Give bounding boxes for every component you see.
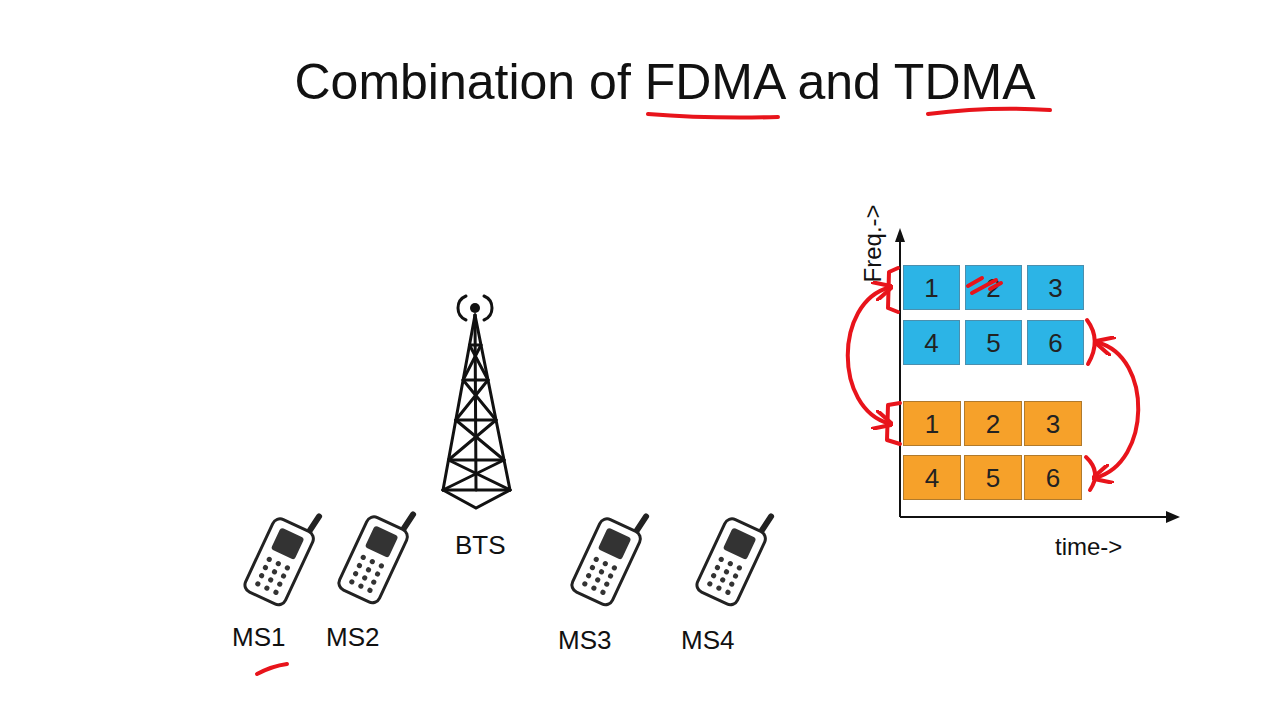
underline: [648, 114, 778, 118]
time-axis: [900, 516, 1168, 518]
slot-number: 5: [986, 465, 1000, 491]
axis-arrowhead: [1166, 511, 1180, 523]
freq-axis: [899, 240, 901, 517]
swap-arrow: [848, 288, 889, 424]
slot-number: 1: [924, 275, 938, 301]
slot-number: 6: [1046, 465, 1060, 491]
time-slot-box: 6: [1024, 455, 1082, 500]
time-slot-box: 4: [903, 320, 960, 365]
phone-symbol: [569, 500, 650, 607]
slot-number: 5: [986, 330, 1000, 356]
station-label: MS4: [681, 625, 734, 656]
time-slot-box: 3: [1027, 265, 1084, 310]
bracket: [1087, 320, 1095, 364]
swap-arrow: [1096, 343, 1138, 478]
axis-label: time->: [1055, 533, 1122, 562]
station-label: MS1: [232, 622, 285, 653]
phone-symbol: [336, 498, 417, 605]
bracket: [1086, 457, 1095, 490]
slot-number: 2: [986, 411, 1000, 437]
station-label: MS3: [558, 625, 611, 656]
axis-arrowhead: [895, 228, 905, 242]
time-slot-box: 5: [965, 320, 1022, 365]
time-slot-box: 2: [964, 401, 1022, 446]
phone-symbol: [242, 500, 323, 607]
station-label: MS2: [326, 622, 379, 653]
red-annotations: [257, 109, 1095, 674]
time-slot-box: 4: [903, 455, 961, 500]
slot-number: 2: [986, 275, 1000, 301]
bracket: [887, 403, 900, 444]
title: Combination of FDMA and TDMA: [265, 52, 1065, 112]
bracket: [888, 268, 898, 312]
time-slot-box: 6: [1027, 320, 1084, 365]
slot-number: 3: [1048, 275, 1062, 301]
axis-label: Freq.->: [859, 193, 888, 293]
slot-number: 4: [924, 330, 938, 356]
station-label: BTS: [455, 530, 506, 561]
slot-number: 1: [925, 411, 939, 437]
time-slot-box: 3: [1024, 401, 1082, 446]
phone-symbol: [694, 500, 775, 607]
antenna-dot: [470, 303, 480, 313]
underline: [257, 664, 287, 674]
time-slot-box: 1: [903, 401, 961, 446]
time-slot-box: 2: [965, 265, 1022, 310]
time-slot-box: 1: [903, 265, 960, 310]
tower-symbol: [443, 296, 510, 508]
slot-number: 4: [925, 465, 939, 491]
slot-number: 3: [1046, 411, 1060, 437]
slot-number: 6: [1048, 330, 1062, 356]
time-slot-box: 5: [964, 455, 1022, 500]
